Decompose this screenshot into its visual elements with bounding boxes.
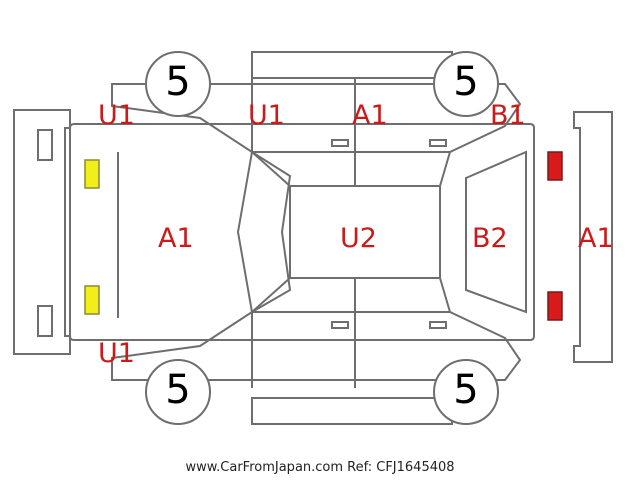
door-handle-top-1 xyxy=(331,139,349,147)
front-bumper-slot-top xyxy=(37,129,53,161)
rear-lamp-top xyxy=(547,151,563,181)
door-handle-bottom-1 xyxy=(331,321,349,329)
windshield xyxy=(236,150,292,314)
door-handle-top-2 xyxy=(429,139,447,147)
running-board-bottom xyxy=(251,397,453,425)
tire-front-bottom-number: 5 xyxy=(165,367,191,413)
rear-window xyxy=(465,150,527,314)
tire-rear-bottom-number: 5 xyxy=(453,367,479,413)
code-hood: A1 xyxy=(158,223,194,254)
tire-front-top-number: 5 xyxy=(165,59,191,105)
code-roof: U2 xyxy=(340,223,377,254)
body-outline xyxy=(69,123,535,341)
front-bumper xyxy=(13,109,71,355)
source-reference: www.CarFromJapan.com Ref: CFJ1645408 xyxy=(185,460,455,475)
code-rear-window: B2 xyxy=(472,223,508,254)
code-rear-quarter-top: B1 xyxy=(490,100,526,131)
rear-lamp-bottom xyxy=(547,291,563,321)
code-front-left-bottom: U1 xyxy=(98,338,135,369)
front-lamp-top xyxy=(84,159,100,189)
front-bumper-slot-bottom xyxy=(37,305,53,337)
tire-rear-top-number: 5 xyxy=(453,59,479,105)
door-handle-bottom-2 xyxy=(429,321,447,329)
front-lamp-bottom xyxy=(84,285,100,315)
code-front-door-top: U1 xyxy=(248,100,285,131)
running-board-top xyxy=(251,51,453,79)
code-rear-bumper: A1 xyxy=(578,223,614,254)
rear-bumper xyxy=(573,111,613,363)
code-rear-door-top: A1 xyxy=(352,100,388,131)
code-front-left-top: U1 xyxy=(98,100,135,131)
